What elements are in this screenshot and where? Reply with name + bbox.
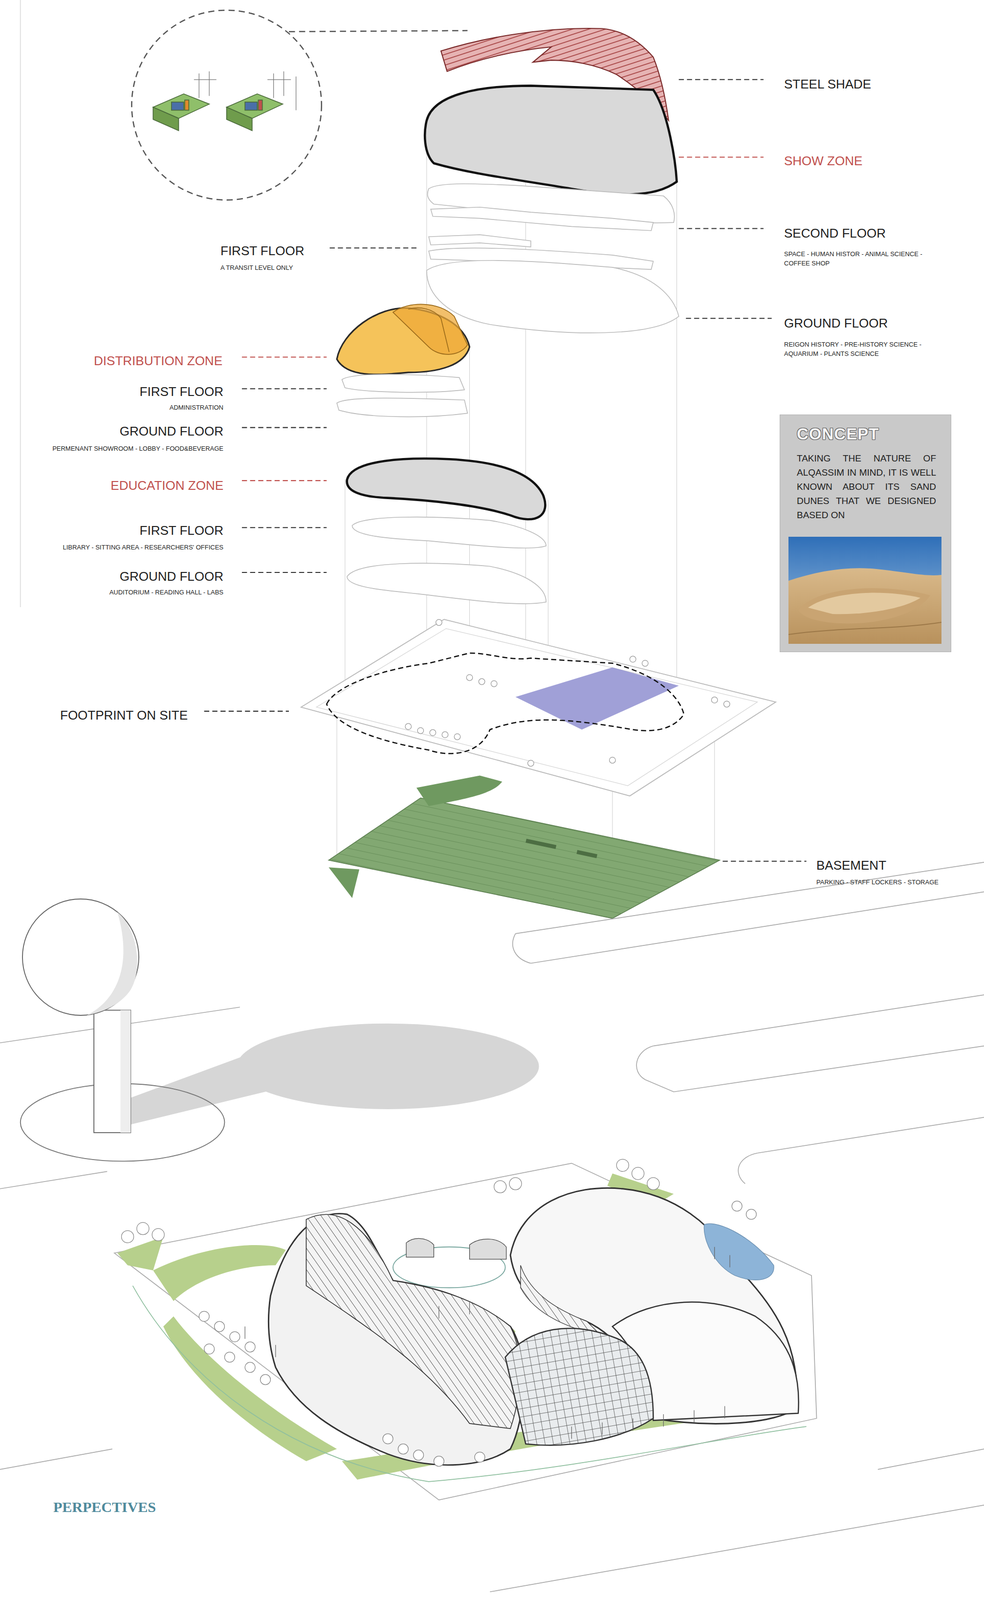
floor-label: GROUND FLOOR (119, 424, 224, 439)
zone-label: EDUCATION ZONE (110, 478, 224, 494)
concept-panel: CONCEPT TAKING THE NATURE OF ALQASSIM IN … (779, 414, 952, 653)
floor-label: FIRST FLOOR (139, 523, 224, 539)
floor-program: PARKING - STAFF LOCKERS - STORAGE (816, 877, 939, 887)
dune-image (788, 536, 942, 644)
floor-label: BASEMENT (816, 858, 887, 874)
part-label: STEEL SHADE (784, 77, 872, 92)
section-title: PERPECTIVES (53, 1498, 156, 1516)
floor-label: FIRST FLOOR (220, 243, 305, 259)
floor-label: GROUND FLOOR (784, 316, 888, 331)
panel-heading: CONCEPT (796, 424, 937, 444)
floor-program: PERMENANT SHOWROOM - LOBBY - FOOD&BEVERA… (52, 443, 224, 454)
zone-label: DISTRIBUTION ZONE (93, 353, 223, 369)
floor-program: AUDITORIUM - READING HALL - LABS (109, 587, 224, 597)
zone-label: SHOW ZONE (784, 153, 863, 169)
panel-body: TAKING THE NATURE OF ALQASSIM IN MIND, I… (796, 451, 937, 523)
floor-label: GROUND FLOOR (119, 569, 224, 585)
floor-program: A TRANSIT LEVEL ONLY (220, 262, 293, 273)
floor-label: SECOND FLOOR (784, 226, 886, 241)
floor-program: SPACE - HUMAN HISTOR - ANIMAL SCIENCE - … (784, 249, 948, 268)
floor-label: FIRST FLOOR (139, 384, 224, 400)
dune-photo (788, 536, 942, 644)
part-label: FOOTPRINT ON SITE (60, 708, 188, 723)
floor-program: ADMINISTRATION (169, 402, 224, 413)
floor-program: REIGON HISTORY - PRE-HISTORY SCIENCE - A… (784, 339, 948, 359)
floor-program: LIBRARY - SITTING AREA - RESEARCHERS' OF… (62, 542, 224, 552)
